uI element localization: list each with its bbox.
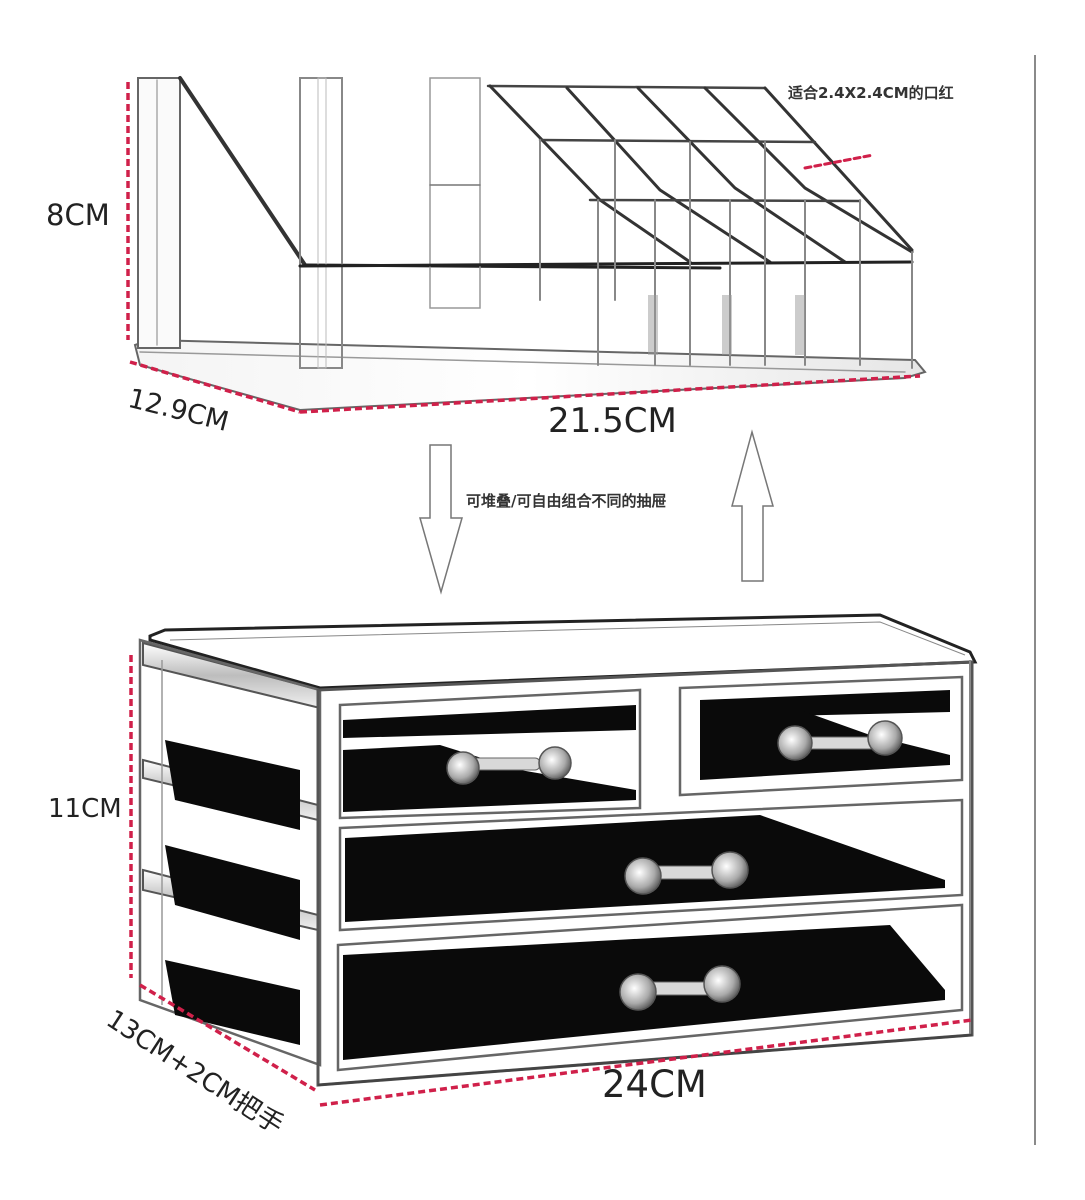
- stackable-note: 可堆叠/可自由组合不同的抽屉: [466, 492, 667, 510]
- drawer-top-left[interactable]: [338, 688, 642, 820]
- lipstick-slots-grid: [298, 84, 914, 369]
- arrow-up-icon: [731, 429, 774, 582]
- drawer-height-label: 11CM: [48, 794, 122, 824]
- drawer-handle-icon: [446, 746, 572, 785]
- drawer-top-right[interactable]: [678, 675, 964, 797]
- drawer-handle-icon: [624, 851, 749, 895]
- depth-dimension-line: [129, 360, 301, 414]
- drawer-middle[interactable]: [338, 798, 964, 932]
- bottom-dimension-lines: [129, 655, 973, 1107]
- width-dimension-line: [299, 374, 921, 414]
- top-height-label: 8CM: [46, 198, 110, 232]
- drawer-width-label: 24CM: [602, 1063, 707, 1106]
- drawer-handle-icon: [777, 720, 903, 761]
- arrow-down-icon: [419, 444, 463, 595]
- drawer-handle-icon: [619, 965, 741, 1011]
- top-dimension-lines: [126, 82, 921, 414]
- drawer-unit-drawing: [138, 613, 978, 1087]
- top-organizer-drawing: [133, 76, 927, 412]
- lipstick-size-note: 适合2.4X2.4CM的口红: [788, 84, 954, 102]
- stack-arrows: [419, 429, 774, 595]
- drawer-bottom[interactable]: [336, 903, 964, 1072]
- lipstick-note-leader: [803, 153, 875, 170]
- top-width-label: 21.5CM: [548, 401, 677, 441]
- depth-dimension-line: [139, 983, 316, 1092]
